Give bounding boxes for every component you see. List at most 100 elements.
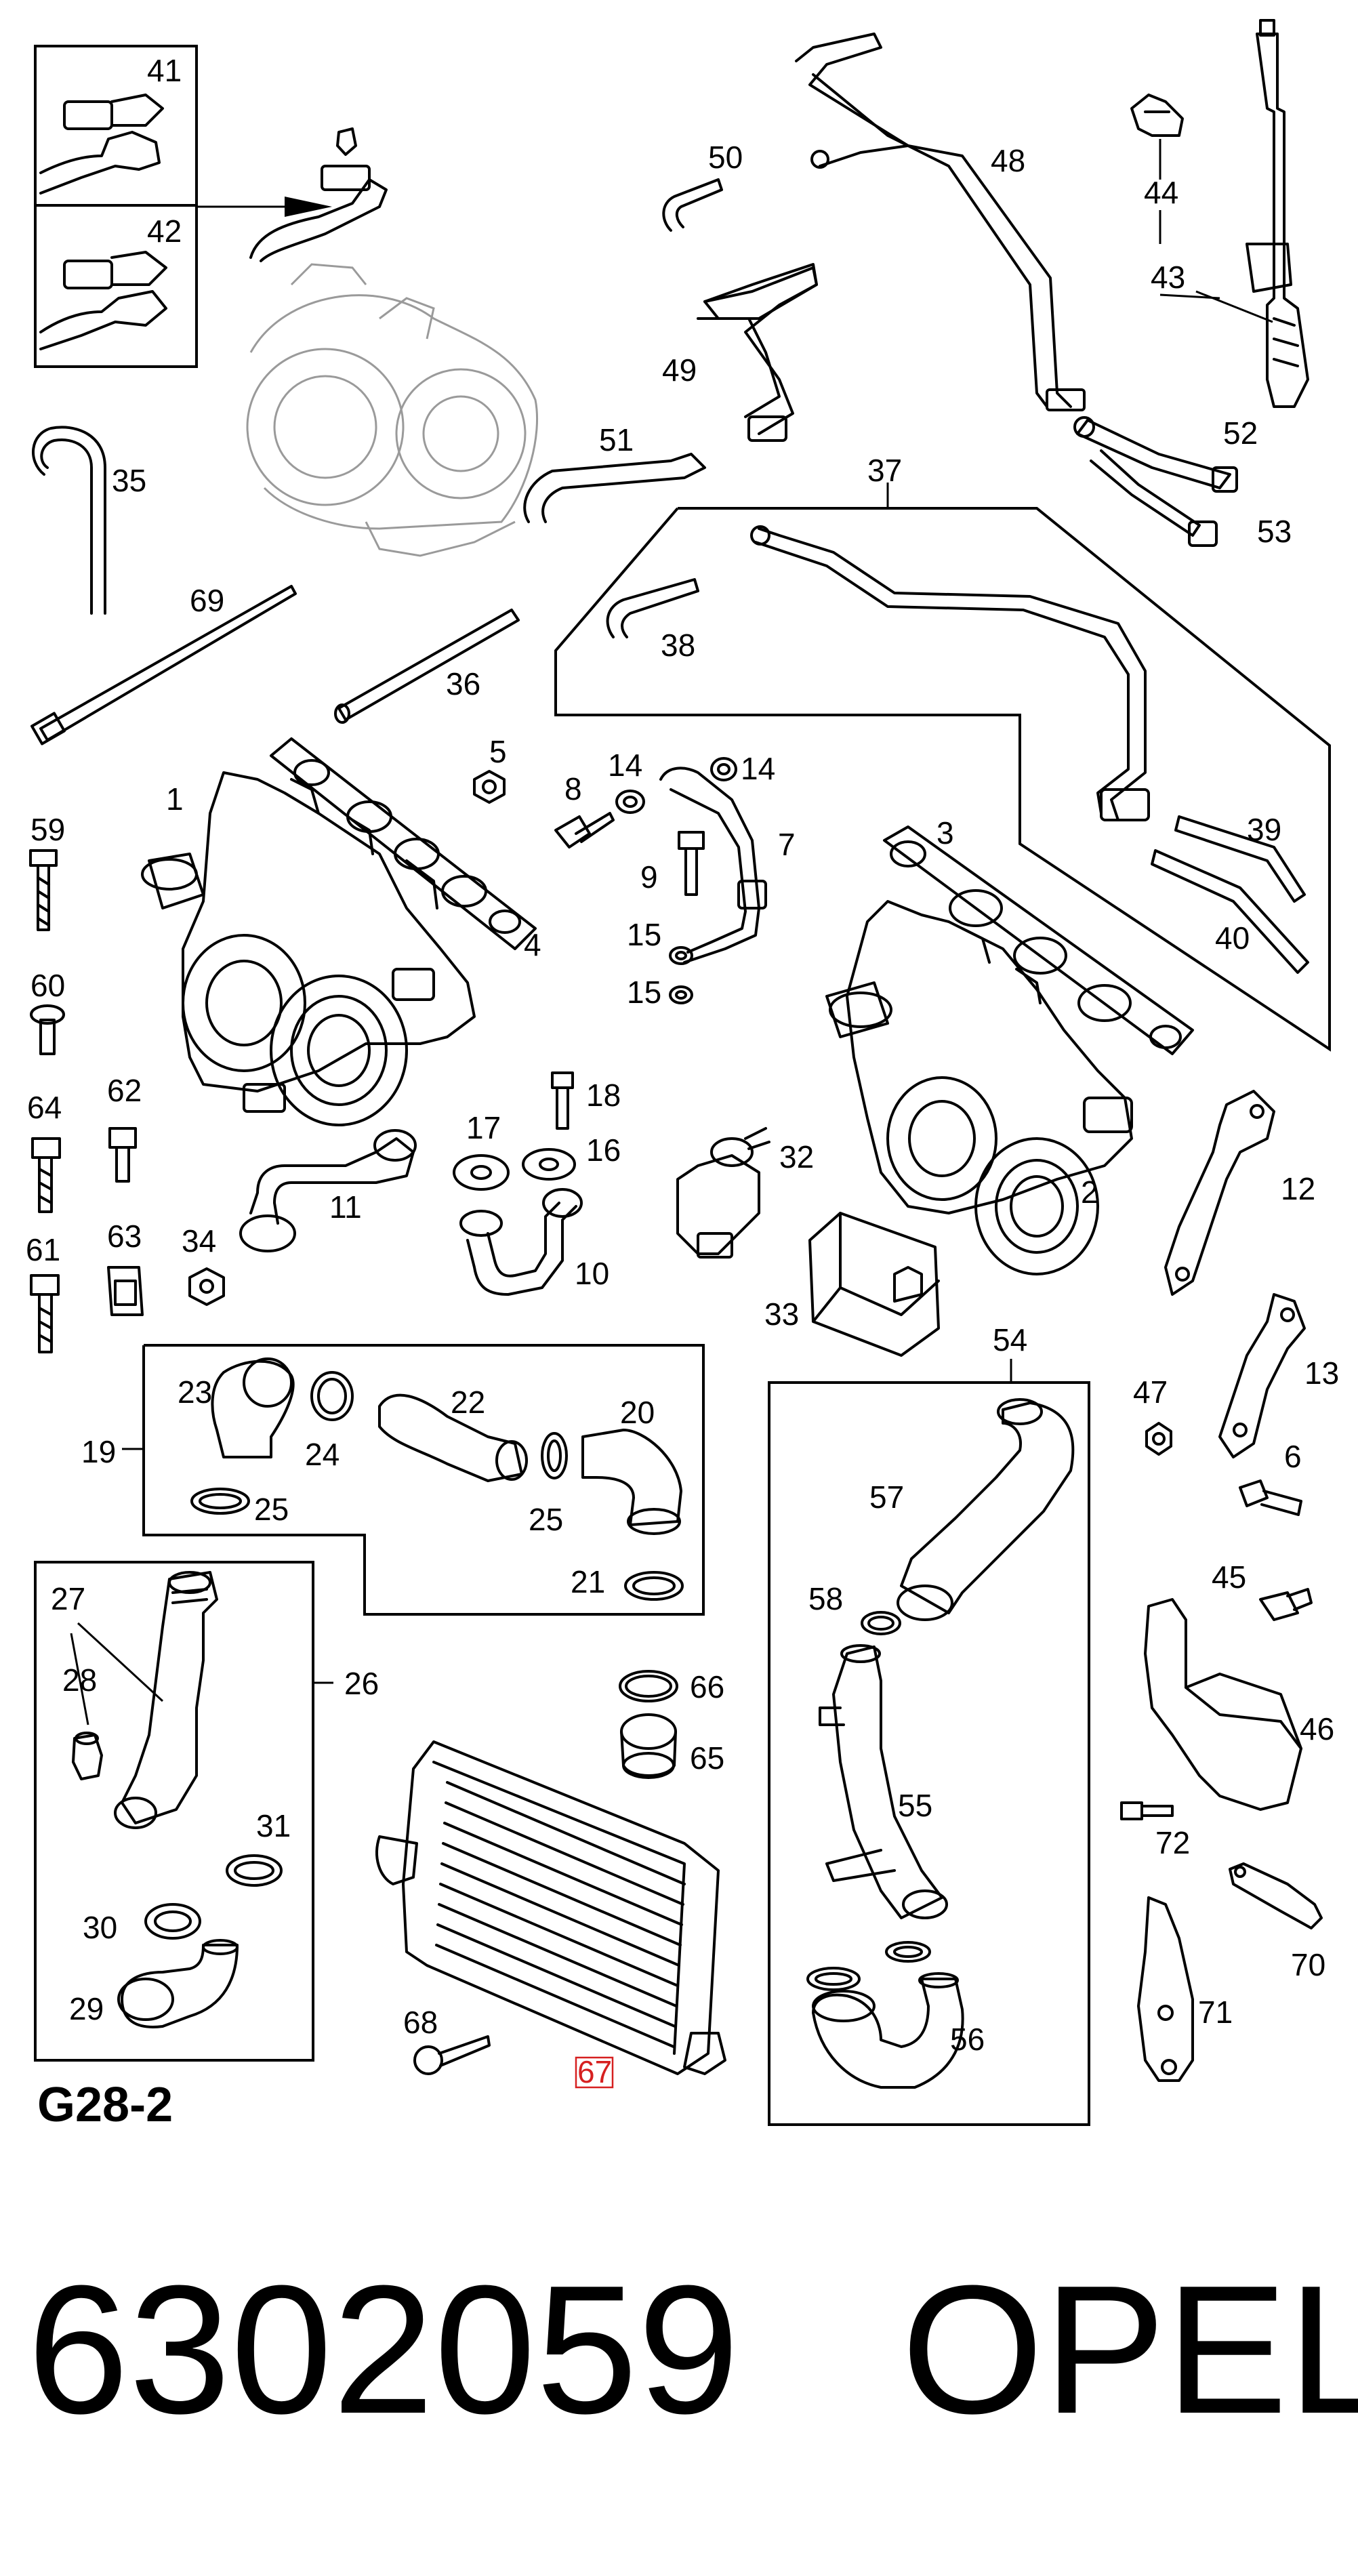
bolt-9 [678, 831, 705, 896]
callout-52: 52 [1223, 415, 1258, 451]
callout-64: 64 [27, 1090, 62, 1125]
pointer-arrow [197, 197, 332, 217]
egr-pipe-11 [239, 1129, 417, 1252]
elbow-20 [581, 1429, 682, 1535]
cable-tie-69 [30, 585, 297, 745]
charge-pipe-55 [819, 1644, 948, 1919]
callout-12: 12 [1281, 1171, 1315, 1206]
callout-36: 36 [446, 666, 480, 701]
callout-72: 72 [1155, 1825, 1190, 1860]
callout-6: 6 [1284, 1439, 1302, 1474]
part-number: 6302059 [27, 2248, 739, 2452]
callout-62: 62 [107, 1073, 142, 1108]
bracket-12 [1164, 1090, 1275, 1296]
callout-63: 63 [107, 1219, 142, 1254]
callout-30: 30 [83, 1910, 117, 1945]
callout-60: 60 [30, 968, 65, 1003]
callout-70: 70 [1291, 1947, 1325, 1982]
elbow-23 [211, 1357, 295, 1458]
callout-59: 59 [30, 812, 65, 847]
callout-37: 37 [867, 453, 902, 488]
hose-39 [1174, 815, 1306, 903]
turbocharger-2 [825, 900, 1133, 1275]
callout-50: 50 [708, 140, 743, 175]
callout-41: 41 [147, 53, 182, 88]
clamp-58 [861, 1611, 901, 1635]
seal-ring-66 [619, 1670, 678, 1702]
callout-65: 65 [690, 1740, 724, 1776]
clamp-56a [806, 1967, 861, 1991]
clip-44 [1130, 94, 1184, 137]
callout-26: 26 [344, 1666, 379, 1701]
vacuum-solenoid-32 [676, 1127, 770, 1259]
brand-name: OPEL [901, 2248, 1358, 2452]
hose-38 [606, 578, 699, 638]
bolt-59 [29, 849, 58, 931]
group-frame-19 [122, 1344, 705, 1616]
callout-55: 55 [898, 1788, 932, 1823]
section-code: G28-2 [37, 2078, 173, 2132]
hose-53 [1090, 449, 1218, 547]
callout-46: 46 [1300, 1711, 1334, 1746]
callout-10: 10 [575, 1256, 609, 1291]
clamp-25a [190, 1488, 250, 1515]
callout-8: 8 [564, 771, 582, 806]
clamp-56b [885, 1941, 931, 1963]
oil-pipe-48 [795, 33, 1086, 411]
callout-67-highlight[interactable]: 67 [575, 2054, 614, 2089]
callout-5: 5 [489, 734, 507, 769]
clamp-25b [541, 1432, 568, 1479]
callout-labels: 41 42 50 48 44 43 49 35 51 52 37 53 69 3… [26, 53, 1339, 2057]
clip-nut-63 [107, 1266, 144, 1316]
elbow-hose-29 [117, 1939, 239, 2028]
callout-61: 61 [26, 1232, 60, 1267]
rod-36 [334, 609, 520, 724]
cap-65 [620, 1713, 677, 1779]
bolt-61 [30, 1274, 60, 1353]
callout-19: 19 [81, 1434, 116, 1469]
callout-40: 40 [1215, 920, 1250, 956]
bolt-6 [1239, 1479, 1302, 1516]
callout-27: 27 [51, 1581, 85, 1616]
turbocharger-1 [141, 771, 476, 1126]
connector-28 [72, 1732, 103, 1780]
bracket-13 [1218, 1293, 1306, 1458]
callout-15a: 15 [627, 917, 661, 952]
callout-34: 34 [182, 1223, 216, 1259]
bracket-70 [1229, 1862, 1323, 1929]
callout-28: 28 [62, 1662, 97, 1698]
egr-pipe-10 [459, 1188, 583, 1296]
washer-14b [710, 757, 737, 781]
clamp-31 [226, 1854, 283, 1887]
gasket-3 [883, 825, 1194, 1055]
callout-35: 35 [112, 463, 146, 498]
screw-68 [413, 2035, 491, 2075]
callout-21: 21 [571, 1564, 605, 1599]
callout-15b: 15 [627, 975, 661, 1010]
control-unit-33 [808, 1212, 940, 1357]
clamp-24 [310, 1371, 354, 1421]
callout-44: 44 [1144, 175, 1178, 210]
callout-58: 58 [808, 1581, 843, 1616]
hose-40 [1151, 849, 1309, 974]
callout-14b: 14 [741, 751, 775, 786]
group-frame-54 [768, 1359, 1090, 2126]
bracket-71 [1137, 1896, 1194, 2082]
leader-lines [70, 139, 1273, 1725]
callout-71: 71 [1198, 1995, 1233, 2030]
bolt-18 [551, 1071, 574, 1130]
washer-14a [615, 790, 645, 814]
bolt-62 [108, 1127, 137, 1183]
group-frame-26 [34, 1561, 333, 2062]
gasket-16 [522, 1148, 576, 1181]
oil-pipe-49 [697, 263, 818, 442]
callout-38: 38 [661, 628, 695, 663]
oil-pipe-7 [659, 766, 767, 964]
callout-17: 17 [466, 1110, 501, 1145]
clamp-30 [144, 1903, 201, 1940]
callout-11: 11 [329, 1189, 362, 1225]
bracket-43 [1246, 19, 1309, 408]
callout-4: 4 [524, 927, 541, 962]
callout-54: 54 [993, 1322, 1027, 1357]
